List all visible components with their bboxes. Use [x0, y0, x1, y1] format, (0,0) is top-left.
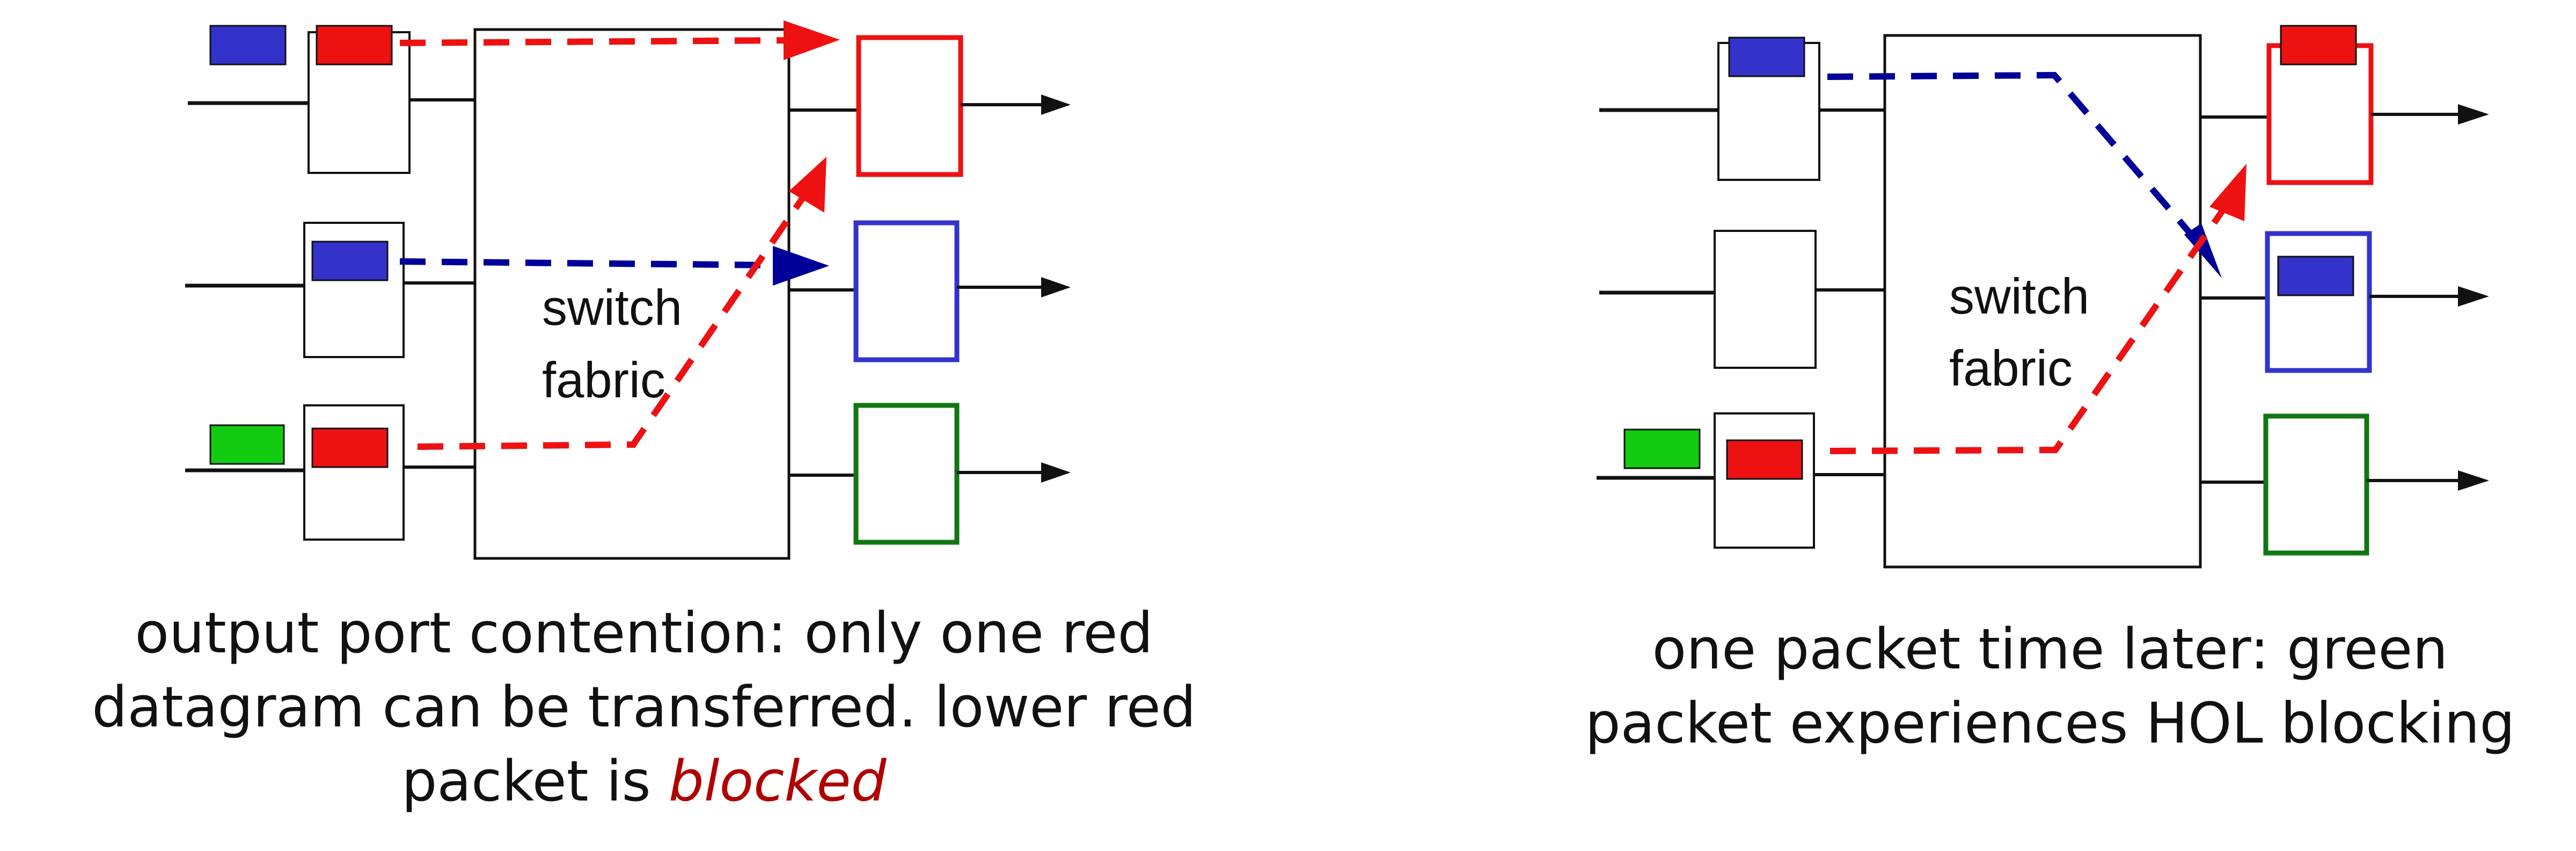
transferred-packet-blue: [2277, 256, 2354, 296]
input-port-3: [303, 404, 405, 541]
input-port-1: [308, 31, 411, 174]
caption-line-1: one packet time later: green: [1652, 616, 2448, 682]
head-packet-red: [1726, 439, 1803, 480]
red-arrowhead: [2209, 164, 2246, 221]
output-arrowhead-2: [1041, 277, 1071, 297]
fabric-label-line1: switch: [1949, 268, 2089, 324]
output-port-red: [2266, 43, 2374, 185]
head-packet-blue: [1728, 37, 1805, 77]
output-arrowhead-2: [2458, 286, 2489, 307]
red-transfer-arrow-top: [399, 37, 795, 46]
head-packet-blue: [311, 241, 389, 281]
switch-fabric-box: [1883, 34, 2202, 569]
caption-line-3: packet is blocked: [21, 744, 1267, 818]
output-port-green: [853, 403, 960, 545]
input-port-3: [1714, 412, 1815, 549]
head-packet-red-blocked: [311, 427, 389, 468]
fabric-label-line2: fabric: [1949, 340, 2073, 396]
output-port-red: [856, 35, 963, 177]
left-panel: switch fabric: [185, 20, 1071, 560]
output-arrowhead-3: [2458, 470, 2489, 491]
input-port-2: [1714, 230, 1817, 369]
caption-line-1: output port contention: only one red: [135, 600, 1153, 666]
transferred-packet-red: [2280, 25, 2357, 66]
queued-packet-blue: [209, 25, 287, 66]
left-caption: output port contention: only one red dat…: [21, 596, 1267, 818]
switch-fabric-box: [473, 28, 791, 560]
caption-line-3-prefix: packet is: [401, 748, 669, 814]
blue-transfer-arrow: [1827, 71, 2198, 241]
output-port-blue: [2265, 231, 2372, 373]
fabric-label-line1: switch: [542, 279, 682, 336]
blue-arrowhead: [2184, 223, 2222, 278]
red-arrowhead-top: [784, 20, 840, 60]
output-arrowhead-3: [1041, 462, 1071, 483]
caption-line-2: datagram can be transferred. lower red: [92, 674, 1196, 740]
caption-line-2: packet experiences HOL blocking: [1585, 690, 2515, 756]
output-arrowhead-1: [2458, 104, 2489, 125]
output-port-green: [2263, 413, 2369, 556]
red-transfer-arrow: [1829, 202, 2230, 454]
red-blocked-path: [417, 188, 810, 450]
queued-packet-green: [209, 424, 285, 465]
fabric-label-line2: fabric: [542, 352, 665, 408]
head-packet-red: [316, 25, 393, 66]
blue-arrowhead: [773, 246, 829, 286]
queued-packet-green: [1623, 428, 1701, 469]
right-panel: switch fabric: [1597, 25, 2489, 569]
caption-emphasis-blocked: blocked: [668, 748, 887, 814]
output-arrowhead-1: [1041, 94, 1071, 115]
output-port-blue: [853, 220, 960, 362]
red-arrowhead-blocked: [789, 157, 826, 213]
blue-transfer-arrow: [399, 258, 779, 268]
right-caption: one packet time later: green packet expe…: [1529, 612, 2571, 760]
